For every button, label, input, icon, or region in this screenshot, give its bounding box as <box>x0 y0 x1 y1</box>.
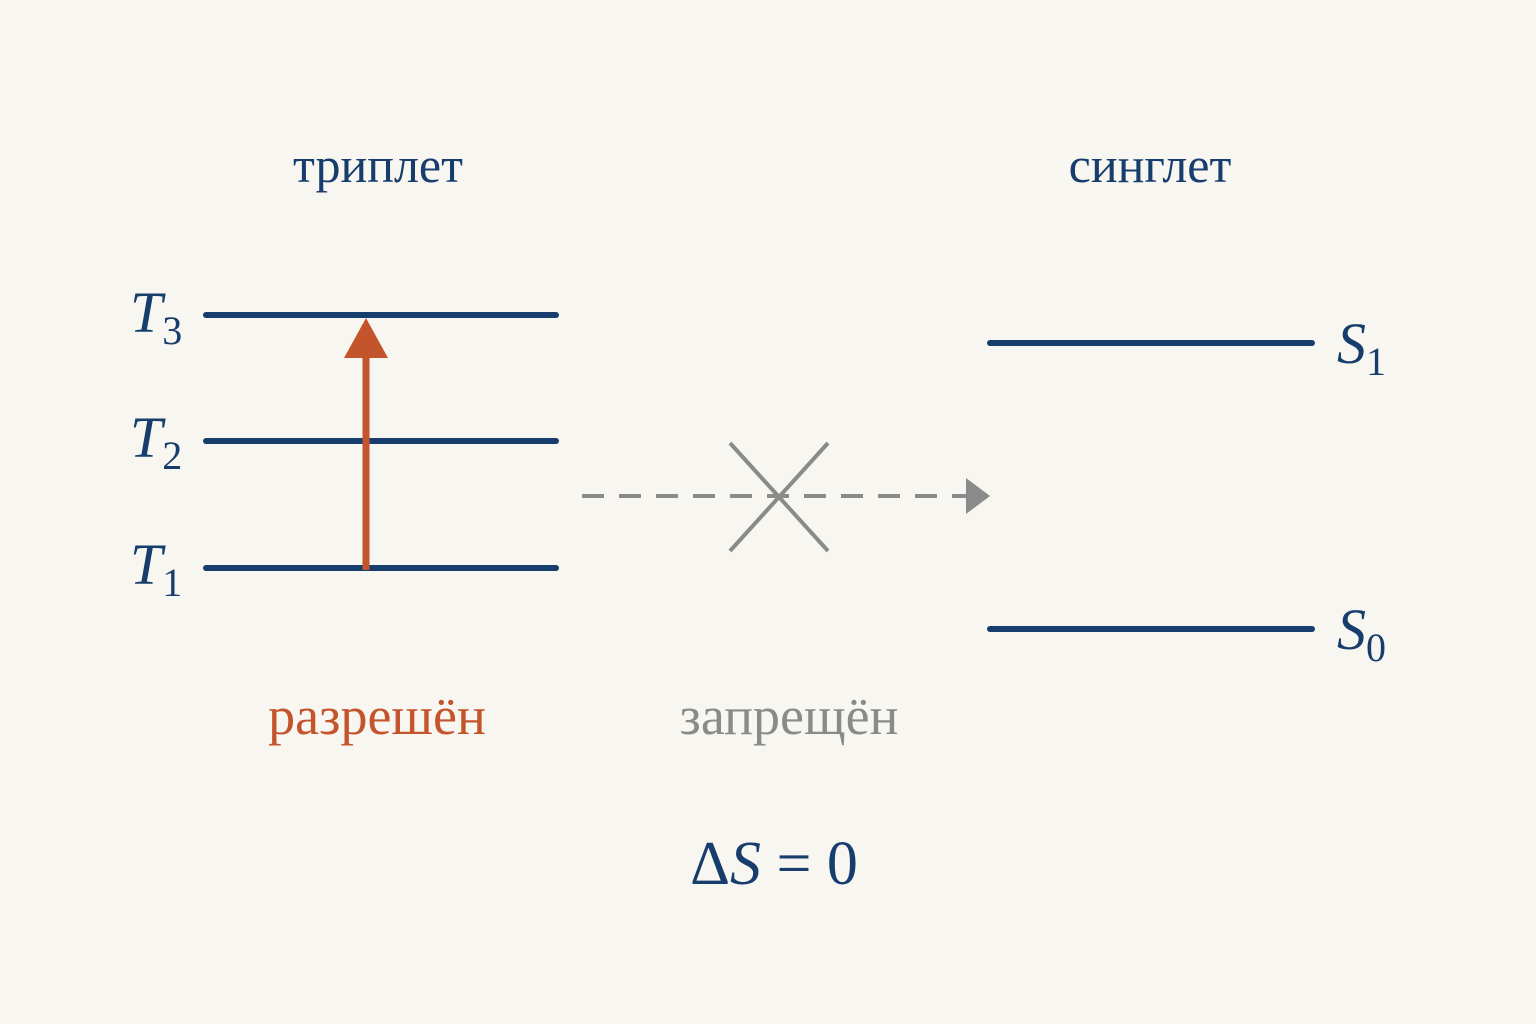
level-label-t3-letter: T <box>130 280 166 345</box>
selection-rule-formula: ΔS = 0 <box>690 830 858 898</box>
forbidden-cross-line-2 <box>728 441 830 553</box>
forbidden-arrow-head <box>966 478 990 514</box>
level-label-s0-sub: 0 <box>1366 625 1386 670</box>
allowed-arrow-head <box>344 318 388 358</box>
forbidden-caption: запрещён <box>680 686 899 746</box>
formula-delta: Δ <box>690 830 730 898</box>
level-label-t3: T3 <box>130 280 182 353</box>
level-label-t2: T2 <box>130 405 182 478</box>
level-label-t1-sub: 1 <box>162 560 182 605</box>
level-label-t1: T1 <box>130 532 182 605</box>
singlet-heading: синглет <box>1069 137 1232 193</box>
formula-rest: = 0 <box>761 830 858 898</box>
level-label-t1-letter: T <box>130 532 166 597</box>
formula-symbol: S <box>730 830 761 898</box>
level-label-t3-sub: 3 <box>162 308 182 353</box>
level-label-s0-letter: S <box>1337 597 1366 662</box>
level-label-s0: S0 <box>1337 597 1386 670</box>
level-label-s1-letter: S <box>1337 311 1366 376</box>
allowed-caption: разрешён <box>268 686 486 746</box>
triplet-heading: триплет <box>293 137 463 193</box>
level-label-t2-letter: T <box>130 405 166 470</box>
level-label-t2-sub: 2 <box>162 433 182 478</box>
level-label-s1-sub: 1 <box>1366 339 1386 384</box>
level-label-s1: S1 <box>1337 311 1386 384</box>
